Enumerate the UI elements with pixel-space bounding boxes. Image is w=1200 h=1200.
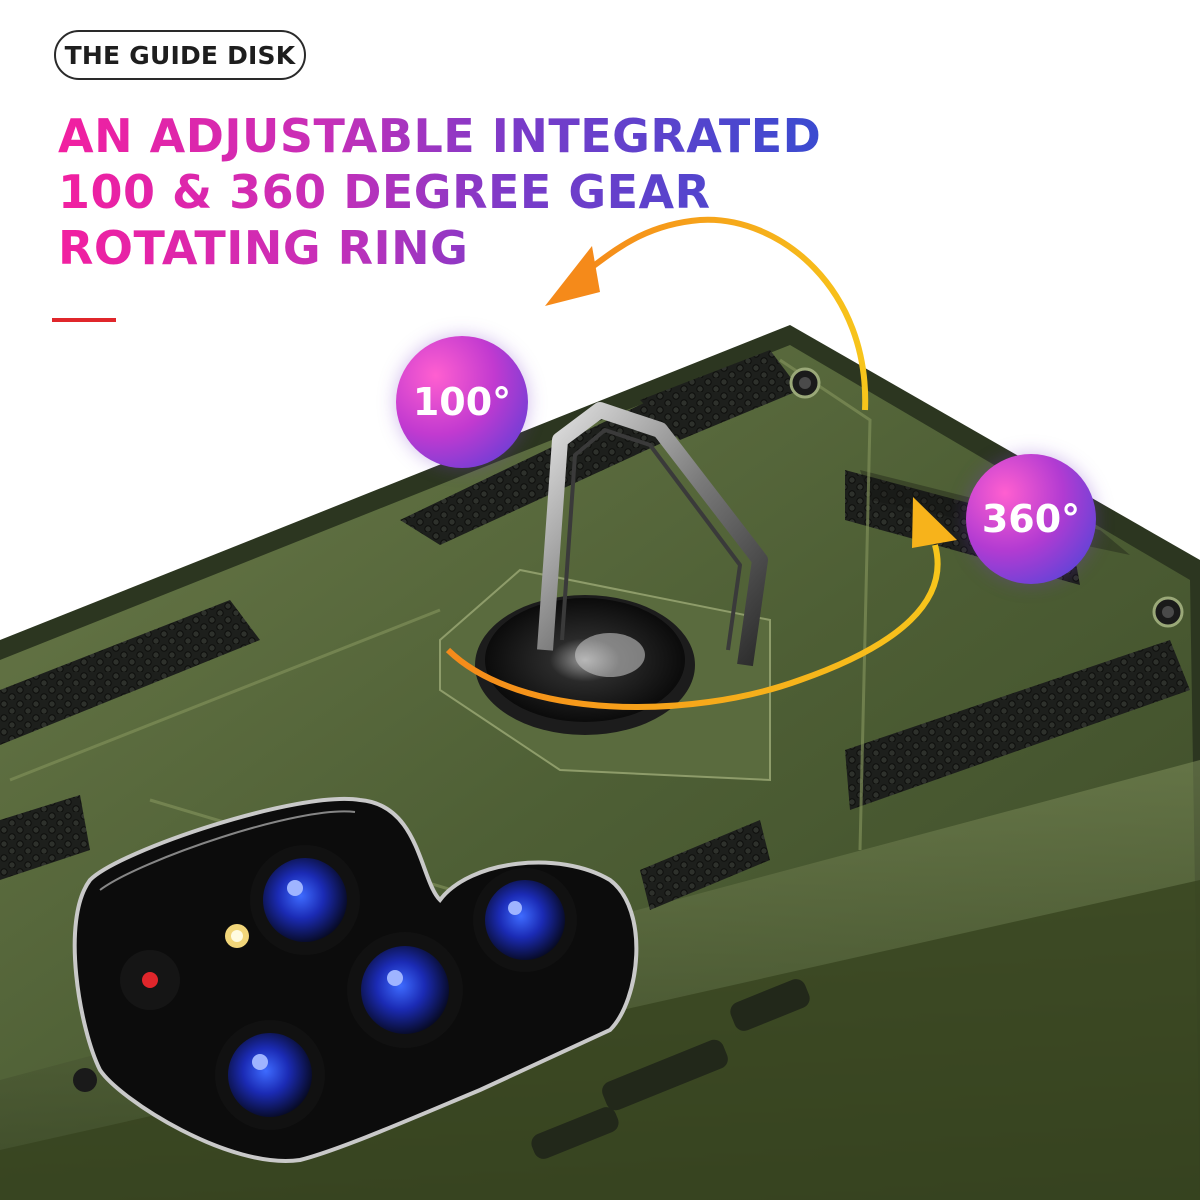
headline: AN ADJUSTABLE INTEGRATED 100 & 360 DEGRE… <box>58 108 821 276</box>
headline-line-2: 100 & 360 DEGREE GEAR <box>58 165 711 219</box>
accent-rule <box>52 318 116 322</box>
guide-disk-badge: THE GUIDE DISK <box>54 30 306 80</box>
headline-line-1: AN ADJUSTABLE INTEGRATED <box>58 109 822 163</box>
ring-holder <box>439 402 771 782</box>
flash-and-sensor <box>120 924 249 1010</box>
side-buttons <box>73 979 810 1159</box>
headline-line-3: ROTATING RING <box>58 221 469 275</box>
angle-100-callout: 100° <box>396 336 528 468</box>
camera-lenses <box>215 845 577 1130</box>
case-screws <box>789 367 1184 628</box>
rotation-arrows <box>445 216 957 710</box>
angle-360-callout: 360° <box>966 454 1096 584</box>
